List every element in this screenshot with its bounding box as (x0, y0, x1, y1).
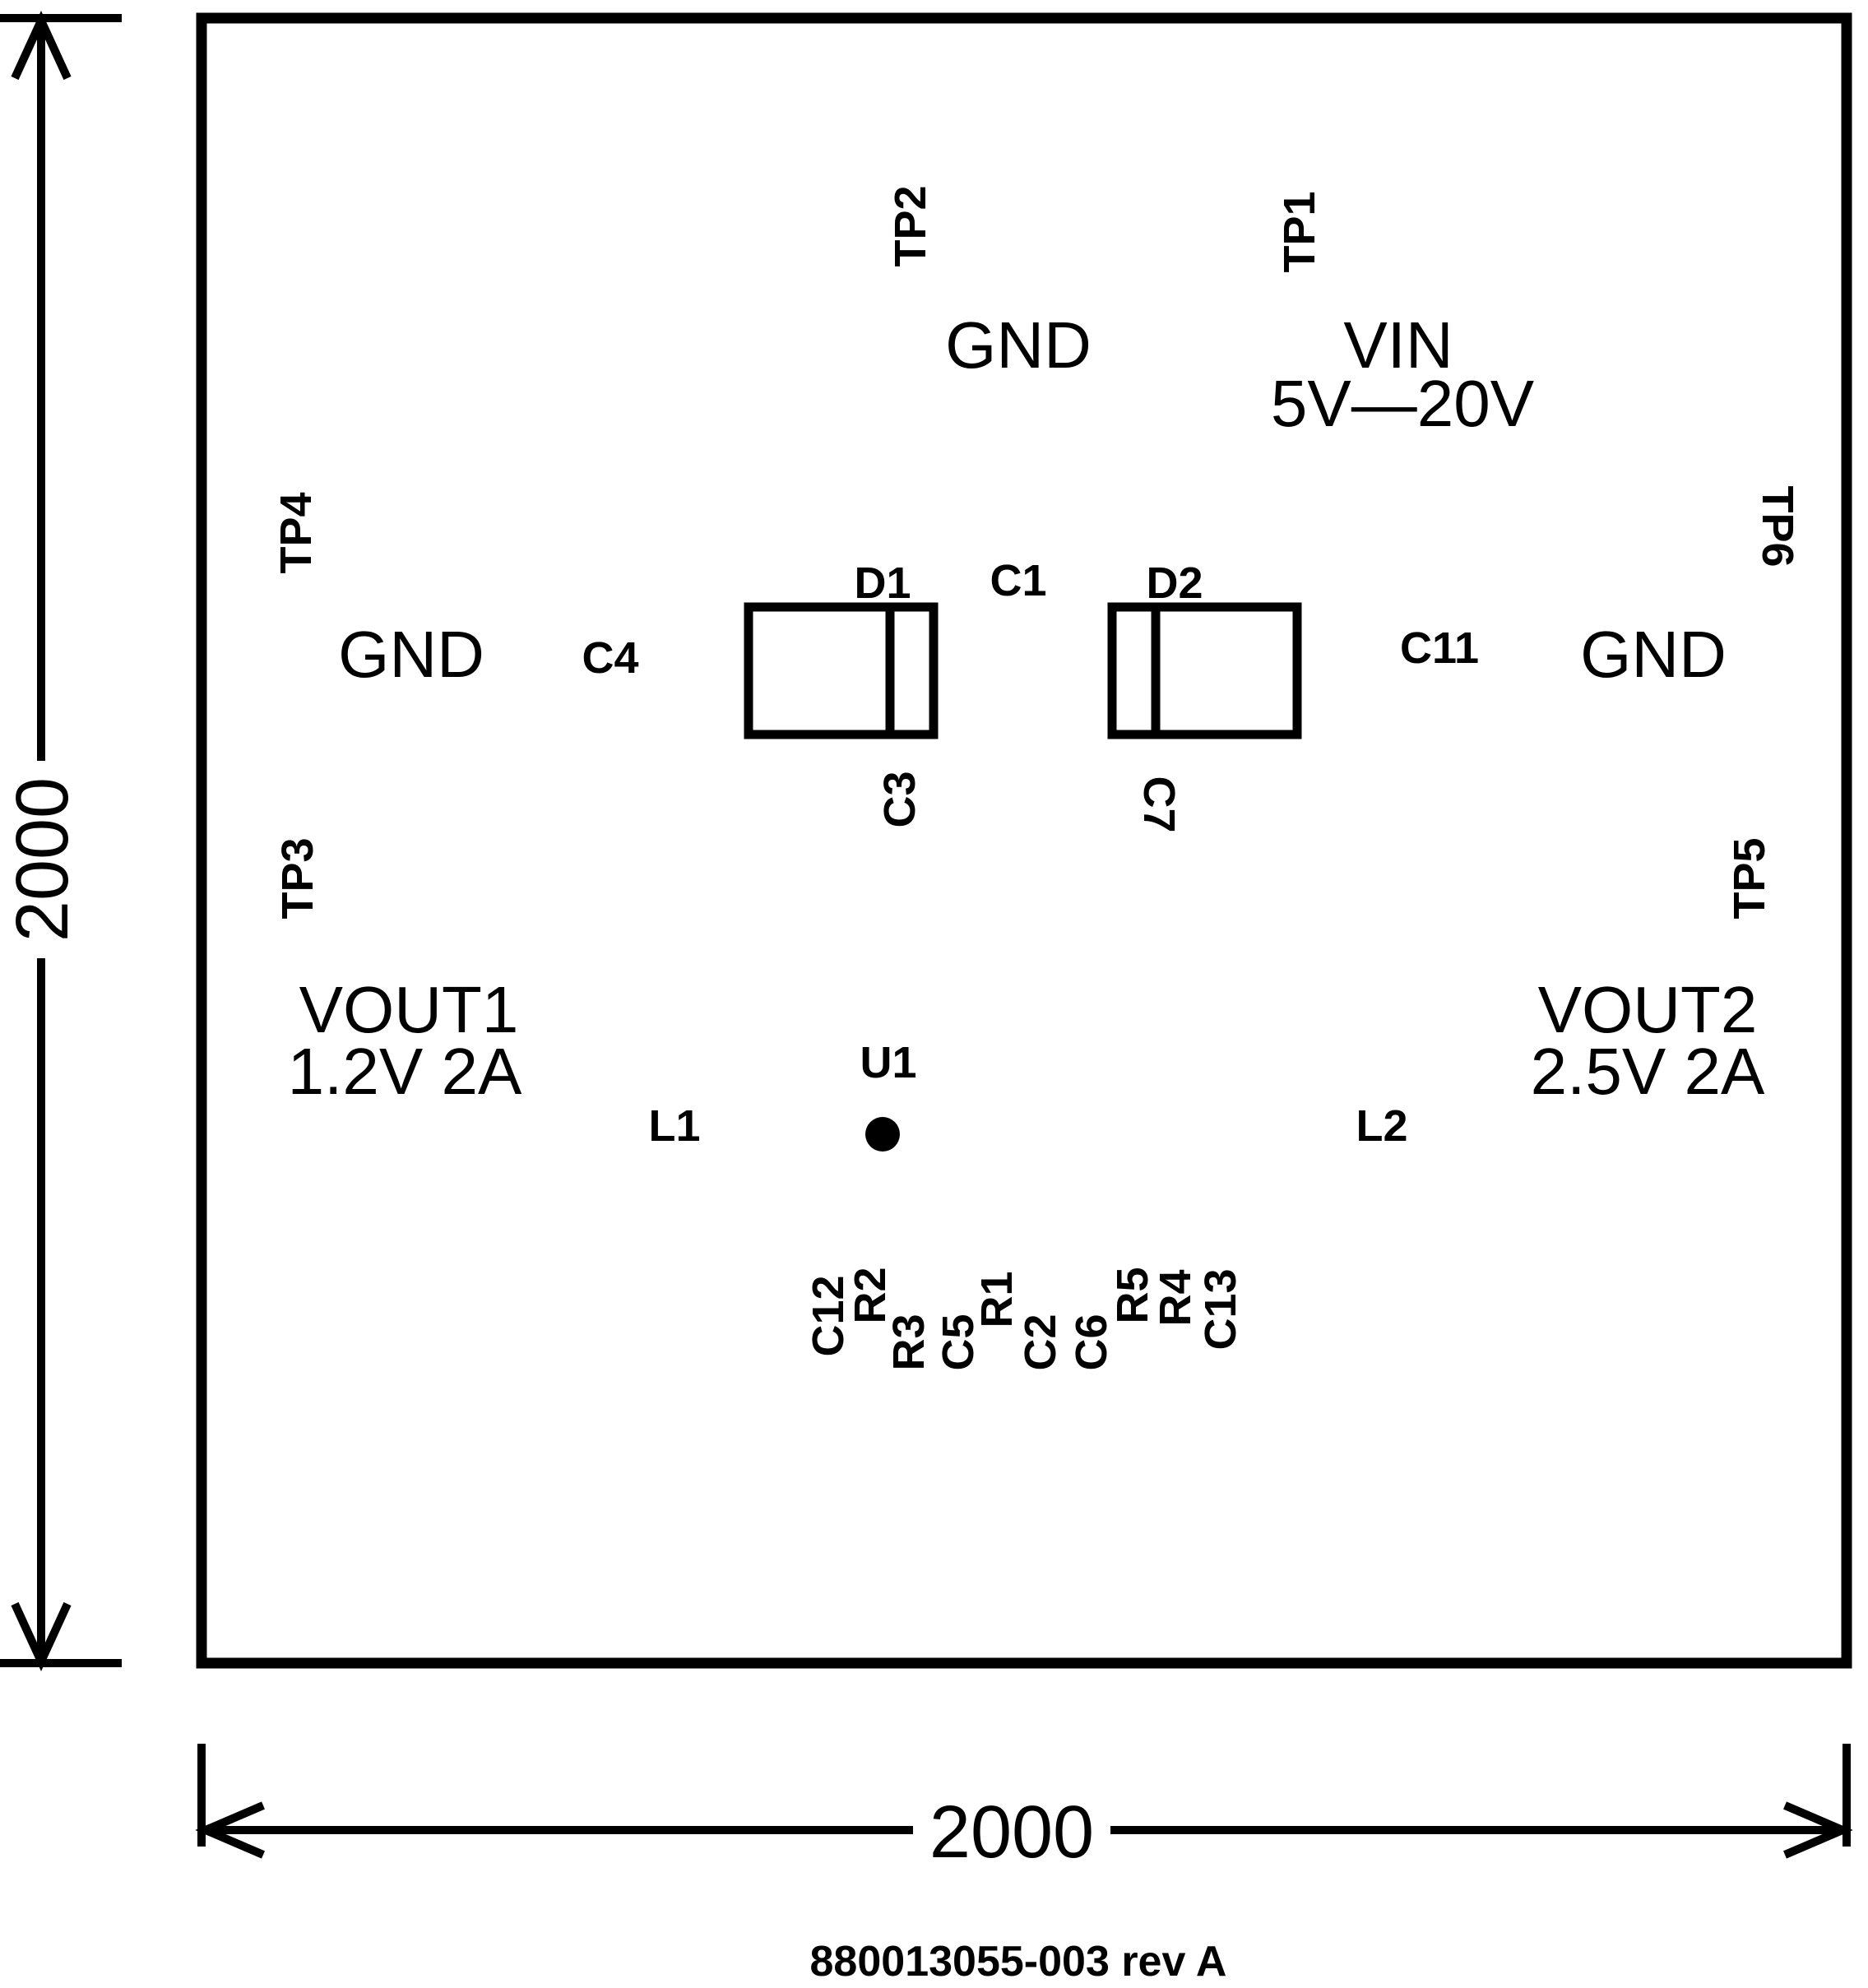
c4-label: C4 (582, 633, 638, 683)
tp2-label: TP2 (886, 185, 935, 266)
gnd-right-label: GND (1580, 618, 1727, 691)
c2-label: C2 (1016, 1314, 1065, 1370)
d1-label: D1 (854, 558, 911, 608)
c5-label: C5 (934, 1314, 983, 1370)
u1-label: U1 (860, 1038, 916, 1087)
gnd-top-label: GND (945, 308, 1092, 382)
vout1-label: VOUT1 (299, 973, 519, 1046)
r3-label: R3 (884, 1314, 934, 1370)
c6-label: C6 (1067, 1314, 1116, 1370)
width-dimension (195, 1744, 1853, 1859)
part-number-label: 880013055-003 rev A (810, 1938, 1227, 1986)
vout2-label: VOUT2 (1538, 973, 1758, 1046)
r2-label: R2 (846, 1267, 895, 1323)
c7-label: C7 (1134, 776, 1184, 832)
diode-d2-outline (1107, 602, 1302, 739)
vout1-spec-label: 1.2V 2A (288, 1035, 522, 1108)
tp6-label: TP6 (1753, 485, 1802, 567)
board-outline (196, 12, 1852, 1669)
width-dimension-label: 2000 (929, 1791, 1094, 1874)
c1-label: C1 (990, 556, 1046, 605)
height-dimension (0, 10, 122, 1672)
tp1-label: TP1 (1275, 191, 1324, 272)
c3-label: C3 (875, 771, 925, 827)
r5-label: R5 (1108, 1267, 1157, 1323)
r4-label: R4 (1151, 1269, 1200, 1326)
vin-label: VIN (1343, 308, 1453, 382)
l2-label: L2 (1356, 1101, 1407, 1151)
tp5-label: TP5 (1725, 837, 1774, 919)
tp3-label: TP3 (273, 837, 322, 919)
diode-d1-outline (744, 602, 939, 739)
vin-range-label: 5V—20V (1271, 367, 1535, 440)
vout2-spec-label: 2.5V 2A (1531, 1035, 1765, 1108)
c12-label: C12 (804, 1275, 853, 1356)
l1-label: L1 (648, 1101, 700, 1151)
d2-label: D2 (1146, 558, 1203, 608)
height-dimension-label: 2000 (2, 777, 84, 942)
u1-pin1-marker (865, 1117, 900, 1152)
gnd-left-label: GND (338, 618, 484, 691)
r1-label: R1 (972, 1271, 1022, 1328)
c11-label: C11 (1400, 623, 1479, 673)
tp4-label: TP4 (271, 492, 321, 573)
c13-label: C13 (1196, 1268, 1245, 1350)
